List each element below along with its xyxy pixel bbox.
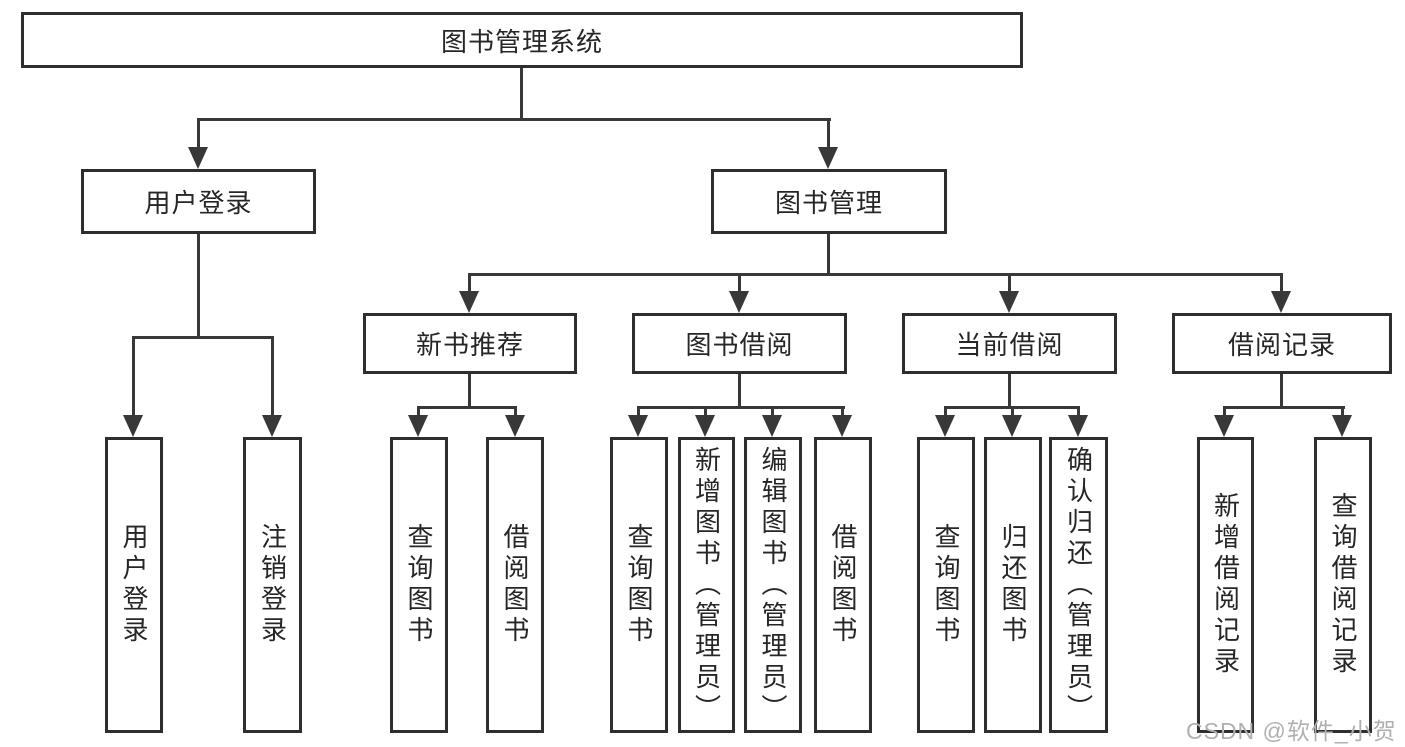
arrow-down-icon (408, 415, 428, 437)
connector-line (514, 406, 517, 418)
leaf-label: 查询图书 (404, 523, 434, 647)
connector-line (468, 273, 1283, 276)
leaf-current-confirm-admin: 确认归还（管理员） (1049, 437, 1108, 733)
arrow-down-icon (1002, 415, 1022, 437)
leaf-record-query: 查询借阅记录 (1314, 437, 1372, 733)
leaf-label: 借阅图书 (828, 523, 858, 647)
connector-line (271, 336, 274, 418)
node-new-book-recommend: 新书推荐 (363, 313, 577, 374)
connector-line (1223, 406, 1345, 409)
watermark: CSDN @软件_小贺同学 (1186, 718, 1397, 744)
connector-line (1077, 406, 1080, 418)
leaf-borrow-borrow: 借阅图书 (814, 437, 872, 733)
arrow-down-icon (695, 415, 715, 437)
connector-line (1280, 374, 1283, 409)
arrow-down-icon (999, 291, 1019, 313)
connector-line (197, 118, 831, 121)
connector-line (132, 336, 135, 418)
arrow-down-icon (818, 147, 838, 169)
leaf-label: 确认归还（管理员） (1063, 445, 1094, 725)
node-root: 图书管理系统 (21, 12, 1023, 68)
leaf-label: 注销登录 (257, 523, 288, 647)
arrow-down-icon (123, 415, 143, 437)
connector-line (1008, 374, 1011, 409)
connector-line (827, 234, 830, 276)
connector-line (132, 336, 274, 339)
connector-line (841, 406, 844, 418)
connector-line (520, 68, 523, 120)
leaf-label: 查询借阅记录 (1328, 492, 1358, 678)
leaf-label: 新增图书（管理员） (691, 445, 722, 725)
connector-line (1341, 406, 1344, 418)
arrow-down-icon (262, 415, 282, 437)
connector-line (738, 374, 741, 409)
leaf-label: 编辑图书（管理员） (758, 445, 788, 725)
arrow-down-icon (505, 415, 525, 437)
leaf-label: 查询图书 (931, 523, 961, 647)
arrow-down-icon (628, 415, 648, 437)
arrow-down-icon (1214, 415, 1234, 437)
node-borrow-records: 借阅记录 (1172, 313, 1392, 374)
connector-line (197, 118, 200, 150)
connector-line (468, 273, 471, 295)
arrow-down-icon (935, 415, 955, 437)
arrow-down-icon (729, 291, 749, 313)
connector-line (827, 118, 830, 150)
leaf-logout: 注销登录 (243, 437, 302, 733)
node-current-borrow: 当前借阅 (902, 313, 1117, 374)
connector-line (704, 406, 707, 418)
connector-line (468, 374, 471, 409)
connector-line (637, 406, 640, 418)
leaf-current-return: 归还图书 (984, 437, 1042, 733)
node-user-login: 用户登录 (81, 169, 316, 234)
leaf-label: 用户登录 (119, 523, 149, 647)
arrow-down-icon (188, 147, 208, 169)
leaf-label: 借阅图书 (500, 523, 530, 647)
connector-line (417, 406, 517, 409)
leaf-borrow-query: 查询图书 (610, 437, 668, 733)
leaf-newbook-query: 查询图书 (390, 437, 448, 733)
connector-line (197, 234, 200, 339)
leaf-user-login: 用户登录 (105, 437, 163, 733)
connector-line (1008, 273, 1011, 295)
arrow-down-icon (1332, 415, 1352, 437)
connector-line (1011, 406, 1014, 418)
leaf-label: 归还图书 (998, 523, 1028, 647)
connector-line (738, 273, 741, 295)
node-book-borrow: 图书借阅 (632, 313, 847, 374)
arrow-down-icon (832, 415, 852, 437)
connector-line (417, 406, 420, 418)
connector-line (637, 406, 845, 409)
leaf-newbook-borrow: 借阅图书 (486, 437, 544, 733)
node-book-management: 图书管理 (711, 169, 947, 234)
leaf-label: 新增借阅记录 (1210, 492, 1241, 678)
leaf-label: 查询图书 (624, 523, 654, 647)
connector-line (1280, 273, 1283, 295)
leaf-borrow-add-admin: 新增图书（管理员） (678, 437, 735, 733)
arrow-down-icon (1068, 415, 1088, 437)
arrow-down-icon (459, 291, 479, 313)
connector-line (771, 406, 774, 418)
leaf-borrow-edit-admin: 编辑图书（管理员） (744, 437, 802, 733)
arrow-down-icon (762, 415, 782, 437)
connector-line (1223, 406, 1226, 418)
connector-line (944, 406, 947, 418)
leaf-current-query: 查询图书 (917, 437, 975, 733)
leaf-record-add: 新增借阅记录 (1197, 437, 1254, 733)
arrow-down-icon (1271, 291, 1291, 313)
